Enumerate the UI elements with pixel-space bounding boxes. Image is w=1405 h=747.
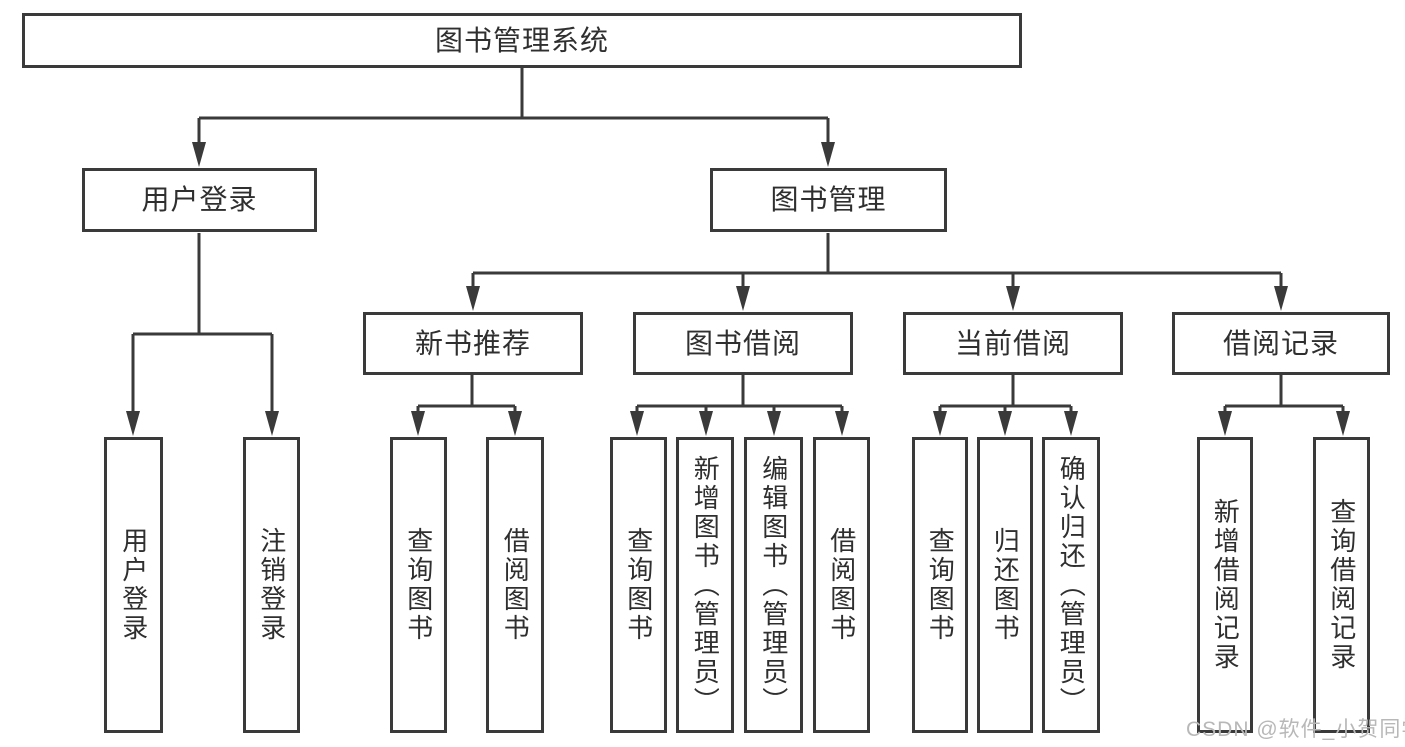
node-current-borrowing: 当前借阅 — [903, 312, 1123, 375]
leaf-return-books: 归还图书 — [977, 437, 1033, 733]
leaf-edit-books-admin: 编辑图书（管理员） — [744, 437, 803, 733]
leaf-query-books-recommend: 查询图书 — [390, 437, 447, 733]
leaf-logout: 注销登录 — [243, 437, 300, 733]
leaf-borrow-books: 借阅图书 — [813, 437, 870, 733]
leaf-borrow-books-recommend: 借阅图书 — [486, 437, 544, 733]
node-borrowing-records: 借阅记录 — [1172, 312, 1390, 375]
arrowheads — [126, 142, 1350, 436]
node-book-borrowing: 图书借阅 — [633, 312, 853, 375]
leaf-user-login: 用户登录 — [104, 437, 163, 733]
leaf-query-books-current: 查询图书 — [912, 437, 968, 733]
node-library-system: 图书管理系统 — [22, 13, 1022, 68]
node-new-book-recommend: 新书推荐 — [363, 312, 583, 375]
leaf-query-books-borrow: 查询图书 — [610, 437, 667, 733]
leaf-add-books-admin: 新增图书（管理员） — [676, 437, 734, 733]
node-book-management: 图书管理 — [710, 168, 947, 232]
leaf-query-borrow-record: 查询借阅记录 — [1313, 437, 1370, 733]
leaf-confirm-return-admin: 确认归还（管理员） — [1042, 437, 1100, 733]
csdn-watermark: CSDN @软件_小贺同学 — [1186, 718, 1405, 741]
node-user-login: 用户登录 — [82, 168, 317, 232]
leaf-add-borrow-record: 新增借阅记录 — [1197, 437, 1253, 733]
